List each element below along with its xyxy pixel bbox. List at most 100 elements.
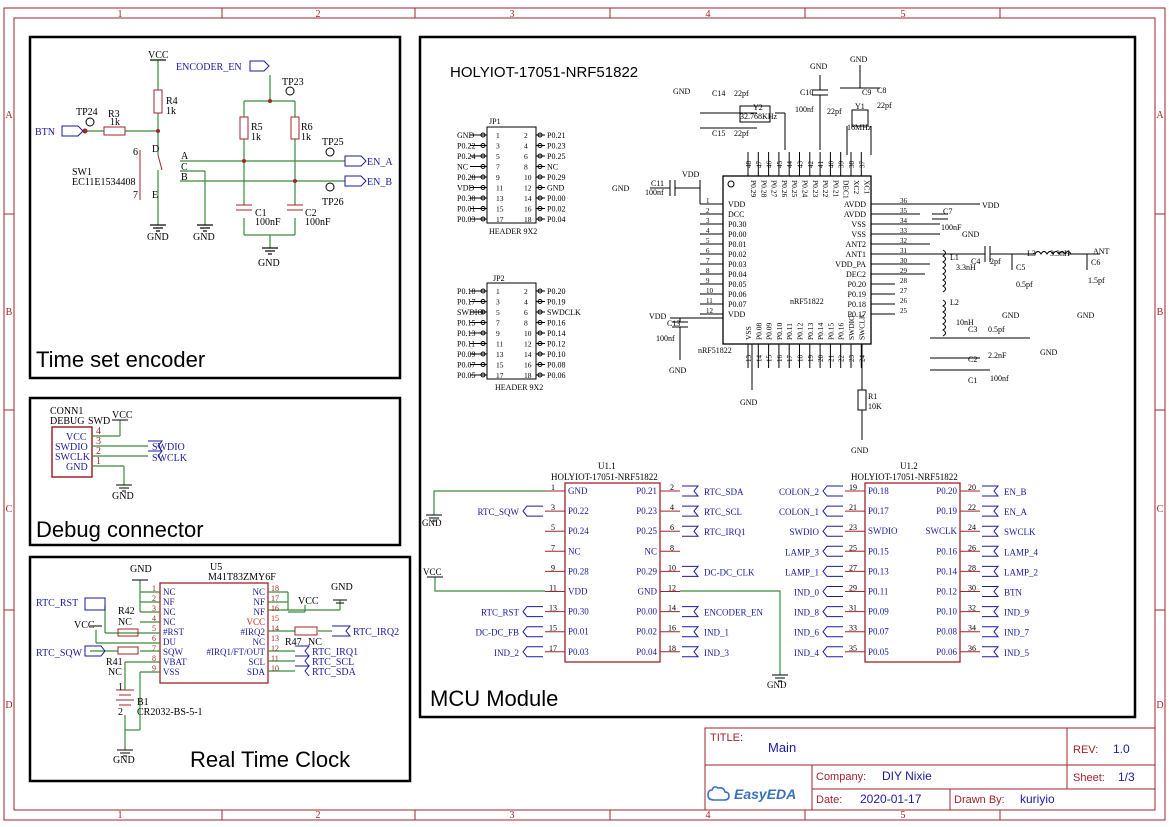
pin-dot <box>537 206 543 211</box>
jp1-pin-num: 4 <box>524 142 528 151</box>
u11-pin-name: P0.29 <box>636 566 657 576</box>
pin-dot <box>480 143 486 148</box>
chip-pin-name: AVDD <box>844 200 866 209</box>
pin-c-label: C <box>181 162 188 173</box>
u11-net-right: RTC_SDA <box>704 487 744 497</box>
c9-label: C9 <box>862 88 871 97</box>
c2-value: 100nF <box>305 217 331 228</box>
row-label: D <box>5 700 12 711</box>
jp2-pin-num: 8 <box>524 319 528 328</box>
pin-dot <box>537 351 543 357</box>
u12-pin-name: P0.09 <box>868 607 889 617</box>
u12-symbol <box>864 482 961 663</box>
net-port <box>982 626 1000 638</box>
gnd-label: GND <box>673 87 691 96</box>
c14-label: C14 <box>712 89 725 98</box>
jp1-pin-num: 1 <box>496 131 500 140</box>
chip-pin-num: 7 <box>706 257 710 265</box>
row-label: C <box>1157 504 1164 515</box>
jp2-pin-left: P0.18 <box>457 287 475 296</box>
chip-pin-name: P0.25 <box>790 180 799 198</box>
u11-net-left: RTC_SQW <box>478 507 520 517</box>
l2-value: 10nH <box>956 318 974 327</box>
company-label: Company: <box>816 771 866 783</box>
vdd-label: VDD <box>682 170 700 179</box>
net-port <box>822 606 843 618</box>
jp1-pin-right: P0.04 <box>547 215 565 224</box>
jp1-pin-left: P0.24 <box>457 152 475 161</box>
u11-pin-name: P0.00 <box>636 607 657 617</box>
jp1-pin-num: 11 <box>496 184 503 193</box>
net-port <box>682 606 700 618</box>
u12-pin-name: P0.17 <box>868 506 889 516</box>
jp2-pin-num: 9 <box>496 329 500 338</box>
jp2-pin-num: 17 <box>496 371 504 380</box>
pin-dot <box>480 216 486 222</box>
r5-label: R5 <box>251 122 263 133</box>
jp2-pin-num: 5 <box>496 308 500 317</box>
chip-pin-name: VSS <box>744 326 753 340</box>
title-value: Main <box>768 740 796 755</box>
tp25-label: TP25 <box>322 137 344 148</box>
sheet-label: Sheet: <box>1073 772 1105 784</box>
r47-value: NC <box>308 637 322 648</box>
jp2-pin-right: P0.12 <box>547 340 565 349</box>
chip-pin-name: P0.12 <box>796 322 805 340</box>
jp1-pin-left: P0.30 <box>457 194 475 203</box>
c3-label: C3 <box>968 325 977 334</box>
u11-pin-name: P0.02 <box>636 627 657 637</box>
jp1-pin-right: P0.25 <box>547 152 565 161</box>
r4-label: R4 <box>166 96 178 107</box>
rtc-pin-num: 14 <box>271 624 279 633</box>
jp1-pin-left: NC <box>457 163 468 172</box>
c11-label: C11 <box>651 179 664 188</box>
rev-label: REV: <box>1073 744 1098 756</box>
u11-pin-num: 7 <box>551 543 555 552</box>
pin-a-label: A <box>181 151 189 162</box>
chip-pin-num: 33 <box>900 227 908 235</box>
u12-pin-num: 19 <box>849 483 857 492</box>
chip-pin-num: 23 <box>848 355 856 363</box>
r6-label: R6 <box>301 122 313 133</box>
net-port <box>982 565 1000 577</box>
jp1-pin-num: 13 <box>496 194 504 203</box>
net-port <box>822 505 843 517</box>
net-port <box>822 525 843 537</box>
u12-net-right: BTN <box>1004 588 1023 598</box>
chip-pin-num: 44 <box>786 161 794 169</box>
row-label: D <box>1156 700 1163 711</box>
net-port <box>982 646 1000 658</box>
jp2-pin-num: 10 <box>524 329 532 338</box>
r41-value: NC <box>108 667 122 678</box>
u12-pin-name: P0.05 <box>868 647 889 657</box>
rtc-pin-name: DU <box>163 637 176 647</box>
debug-pin-swdio: SWDIO <box>55 442 88 453</box>
gnd-label: GND <box>258 258 280 269</box>
r42-value: NC <box>118 617 132 628</box>
pin-dot <box>480 132 486 138</box>
chip-pin-name: DEC2 <box>846 270 866 279</box>
u12-pin-name: P0.14 <box>936 566 957 576</box>
title-block: TITLE: Main REV: 1.0 Company: DIY Nixie … <box>704 727 1156 811</box>
u12-pin-num: 22 <box>968 503 976 512</box>
pin-dot <box>480 288 486 294</box>
net-port <box>822 646 843 658</box>
pin-dot <box>480 185 486 190</box>
net-port <box>682 525 700 537</box>
pin-dot <box>537 164 543 169</box>
chip-pin-num: 43 <box>797 161 805 169</box>
swd-label: SWD <box>88 416 110 427</box>
col-label: 2 <box>316 9 321 20</box>
rtc-pin-name: NC <box>163 607 176 617</box>
jp1-pin-num: 5 <box>496 152 500 161</box>
r42-label: R42 <box>118 606 135 617</box>
rtc-pin-num: 4 <box>152 614 156 623</box>
u11-pin-name: P0.01 <box>568 627 589 637</box>
u11-pin-num: 15 <box>549 624 557 633</box>
rtc-pin-name: NF <box>253 597 265 607</box>
chip-pin-num: 3 <box>706 217 710 225</box>
u11-part: HOLYIOT-17051-NRF51822 <box>551 472 658 482</box>
u12-pin-num: 32 <box>968 604 976 613</box>
jp2-pin-num: 7 <box>496 319 500 328</box>
c2-label: C2 <box>968 355 977 364</box>
